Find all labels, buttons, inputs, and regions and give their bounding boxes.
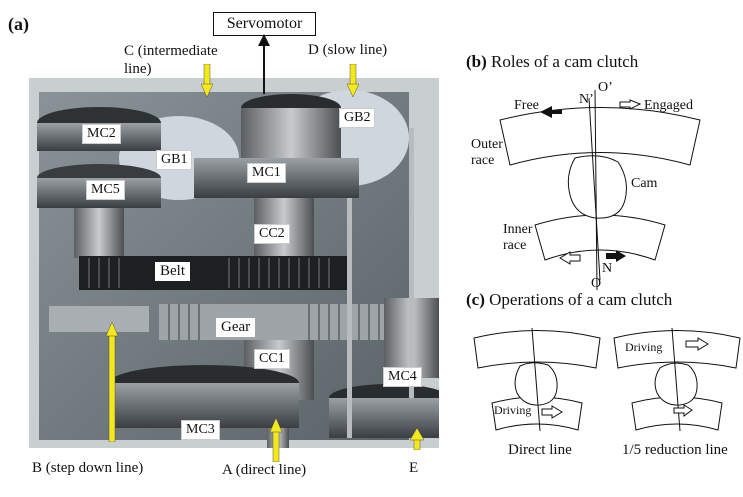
label-driving-reduction: Driving <box>625 340 663 354</box>
label-inner-race: Inner race <box>503 222 533 253</box>
part-mc1: MC1 <box>247 163 286 183</box>
label-o: O <box>591 276 602 291</box>
callout-b: B (step down line) <box>32 460 144 476</box>
callout-c: C (intermediate line) <box>124 43 218 77</box>
callout-a-arrow-icon <box>270 418 282 462</box>
reduction-line-diagram <box>613 327 741 432</box>
label-free: Free <box>514 98 539 113</box>
label-cam: Cam <box>631 176 658 191</box>
panel-b-title-text: Roles of a cam clutch <box>491 52 639 71</box>
part-mc4: MC4 <box>383 367 422 387</box>
label-o-prime: O’ <box>598 80 613 95</box>
servomotor-box: Servomotor <box>213 12 316 36</box>
label-reduction-line: 1/5 reduction line <box>622 442 728 458</box>
panel-c-label: (c) <box>466 290 485 309</box>
panel-a-label: (a) <box>8 14 29 34</box>
servomotor-arrow-icon <box>258 34 270 94</box>
callout-d-arrow-icon <box>347 64 359 98</box>
callout-a: A (direct line) <box>222 462 307 478</box>
part-gear: Gear <box>216 318 256 337</box>
label-n-prime: N’ <box>579 92 594 107</box>
part-cc1: CC1 <box>254 349 290 369</box>
cam-clutch-roles-diagram <box>499 89 701 291</box>
callout-e: E <box>409 460 419 476</box>
panel-b-title: (b) Roles of a cam clutch <box>466 52 638 72</box>
label-engaged: Engaged <box>644 98 693 113</box>
label-direct-line: Direct line <box>508 442 572 458</box>
label-outer-race: Outer race <box>471 137 503 168</box>
callout-e-arrow-icon <box>410 428 424 450</box>
part-mc2: MC2 <box>82 124 121 144</box>
label-n: N <box>602 261 613 276</box>
callout-d: D (slow line) <box>308 42 388 58</box>
panel-b-label: (b) <box>466 52 487 71</box>
callout-b-arrow-icon <box>106 322 118 442</box>
part-gb1: GB1 <box>156 150 193 170</box>
callout-c-arrow-icon <box>201 64 213 98</box>
part-mc5: MC5 <box>86 180 125 200</box>
part-gb2: GB2 <box>339 108 376 128</box>
machine-photo <box>29 78 439 448</box>
panel-c-title: (c) Operations of a cam clutch <box>466 290 672 310</box>
part-mc3: MC3 <box>181 420 220 440</box>
direct-line-diagram <box>473 327 601 432</box>
panel-c-title-text: Operations of a cam clutch <box>489 290 673 309</box>
part-cc2: CC2 <box>254 224 290 244</box>
part-belt: Belt <box>155 262 190 281</box>
label-driving-direct: Driving <box>494 403 532 417</box>
